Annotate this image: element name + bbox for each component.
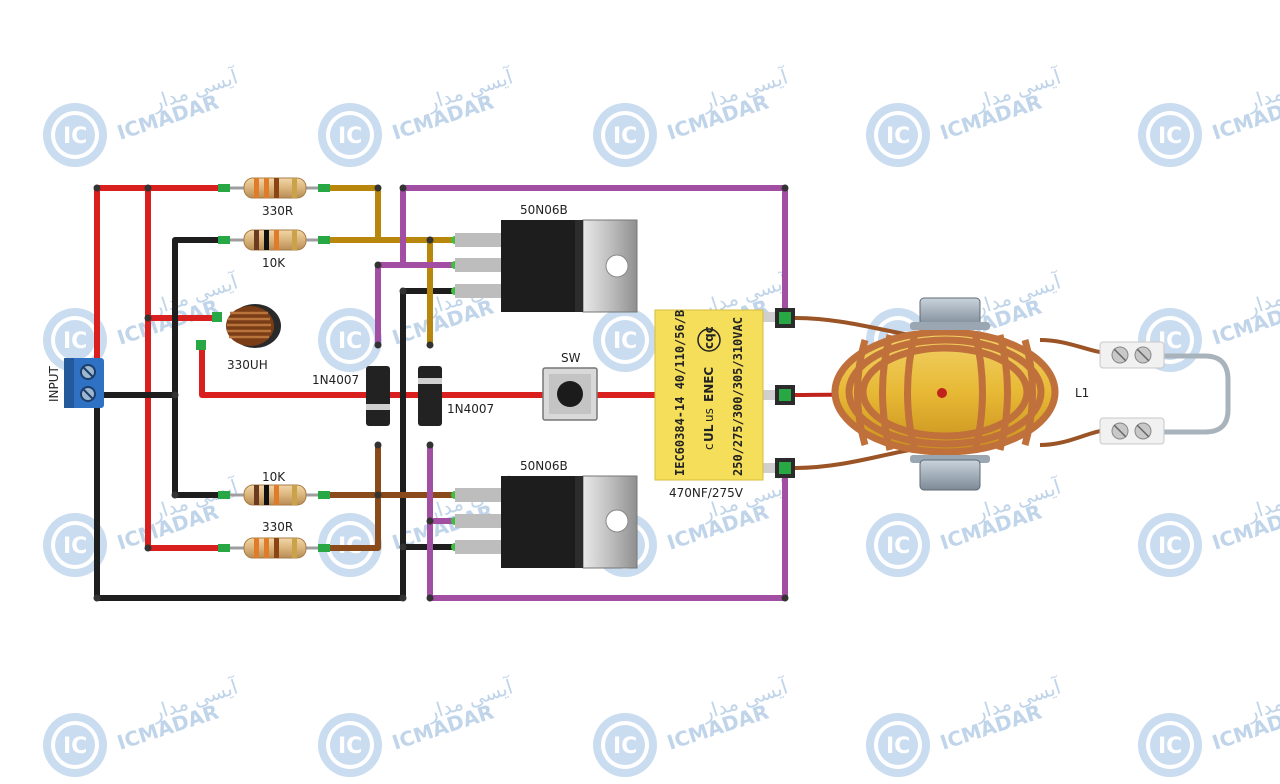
capacitor-470nf: IEC60384-14 40/110/56/B 250/275/300/305/… [654,309,780,500]
purple-wire-top [400,185,788,321]
coil-label: L1 [1075,386,1089,400]
brown-wire-r3 [322,442,381,498]
diode-left-label: 1N4007 [312,373,359,387]
watermark-brand-fa: آیسی مدار [1243,673,1280,725]
resistor-4-label: 330R [262,520,293,534]
resistors: 330R 10K 10K 330R [218,177,330,559]
diode-right: 1N4007 [418,366,494,426]
watermark-logo-text: IC [613,734,637,759]
resistor-3: 10K [218,470,330,506]
junction-dot [426,517,434,525]
diode-left: 1N4007 [312,366,390,426]
input-terminal: INPUT [47,358,104,408]
junction-dot [374,491,382,499]
mosfet-top-label: 50N06B [520,203,568,217]
junction-dot [426,236,434,244]
junction-dot [171,491,179,499]
cap-mark-c: c [702,443,716,450]
cap-terminals [775,308,795,478]
junction-dot [781,184,789,192]
coil-l1: L1 [794,297,1111,491]
watermark-logo-text: IC [63,329,87,354]
resistor-1: 330R [218,177,330,218]
inductor-330uh: 330UH [196,304,281,372]
junction-dot [374,184,382,192]
watermark-logo-text: IC [338,329,362,354]
switch: SW [542,351,598,421]
mosfet-bottom-label: 50N06B [520,459,568,473]
resistor-1-label: 330R [262,204,293,218]
watermark-brand-fa: آیسی مدار [1243,268,1280,320]
cap-line2: 250/275/300/305/310VAC [731,317,745,476]
junction-dot [399,594,407,602]
junction-dot [399,184,407,192]
junction-dot [399,287,407,295]
watermark-logo-text: IC [63,734,87,759]
resistor-4: 330R [218,520,330,559]
watermark-logo-text: IC [1158,124,1182,149]
watermark-logo-text: IC [886,734,910,759]
cap-value-label: 470NF/275V [669,486,744,500]
junction-dot [374,341,382,349]
input-label: INPUT [47,365,61,402]
watermark-logo-text: IC [338,124,362,149]
resistor-2-label: 10K [262,256,286,270]
junction-dot [374,261,382,269]
junction-dot [374,441,382,449]
diode-right-label: 1N4007 [447,402,494,416]
junction-dot [144,184,152,192]
gold-wire-top [322,185,458,243]
inductor-label: 330UH [227,358,268,372]
junction-dot [426,594,434,602]
watermark-logo-text: IC [886,124,910,149]
watermark-logo-text: IC [1158,734,1182,759]
junction-dot [399,543,407,551]
cap-mark-us: us [702,408,716,422]
junction-dot [171,391,179,399]
watermark-logo-text: IC [613,124,637,149]
switch-label: SW [561,351,581,365]
output-terminals [1099,341,1231,445]
cap-mark-cqc: cqc [702,326,716,349]
junction-dot [144,314,152,322]
watermark-logo-text: IC [613,329,637,354]
watermark-logo-text: IC [886,534,910,559]
watermark-logo-text: IC [63,124,87,149]
resistor-3-label: 10K [262,470,286,484]
watermark-logo-text: IC [1158,534,1182,559]
black-wire-r2 [172,237,228,498]
resistor-2: 10K [218,229,330,270]
cap-mark-enec: ENEC [702,367,716,402]
watermark-logo-text: IC [63,534,87,559]
junction-dot [93,594,101,602]
brown-wire-bottom [322,492,458,551]
junction-dot [426,441,434,449]
junction-dot [144,544,152,552]
watermark-logo-text: IC [338,734,362,759]
cap-line1: IEC60384-14 40/110/56/B [673,310,687,476]
junction-dot [426,341,434,349]
junction-dot [93,184,101,192]
junction-dot [781,594,789,602]
mosfet-bottom: 50N06B [455,459,638,569]
watermark-brand-fa: آیسی مدار [1243,473,1280,525]
watermark-brand-fa: آیسی مدار [1243,63,1280,115]
cap-mark-ul: UL [702,424,716,442]
mosfet-top: 50N06B [455,203,638,313]
